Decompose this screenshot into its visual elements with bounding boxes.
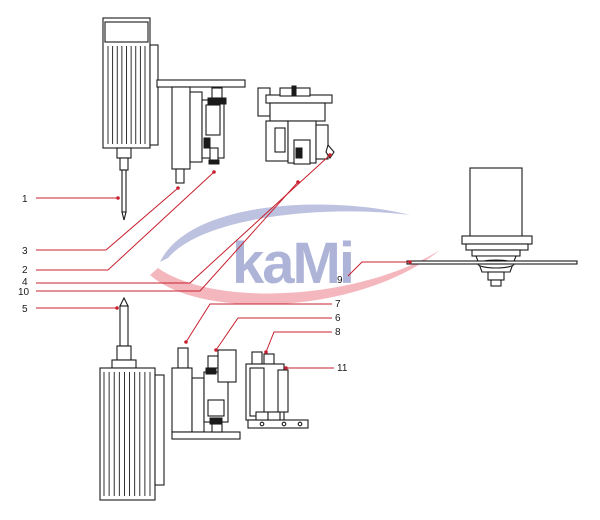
bottom-right-bracket bbox=[245, 351, 309, 429]
callout-2: 2 bbox=[22, 265, 28, 276]
callout-9: 9 bbox=[337, 275, 343, 286]
callout-leaders bbox=[36, 153, 412, 370]
kami-watermark: kaMi bbox=[150, 204, 440, 305]
callout-5: 5 bbox=[22, 304, 28, 315]
watermark-logo: kaMi bbox=[232, 231, 353, 296]
leader-3 bbox=[36, 187, 179, 251]
bottom-bracket-assembly bbox=[171, 347, 241, 440]
callout-6: 6 bbox=[335, 313, 341, 324]
watermark-swoosh-blue bbox=[160, 204, 410, 262]
leader-10 bbox=[36, 181, 299, 292]
leader-8 bbox=[265, 331, 332, 353]
callout-numbers: 1 3 2 4 10 5 7 6 8 11 9 bbox=[18, 194, 348, 374]
watermark-swoosh-red bbox=[150, 250, 440, 305]
callout-10: 10 bbox=[18, 287, 30, 298]
callout-1: 1 bbox=[22, 194, 28, 205]
leader-2 bbox=[36, 171, 215, 271]
leader-6 bbox=[215, 317, 332, 351]
top-motor bbox=[102, 17, 159, 221]
top-bracket-assembly bbox=[156, 79, 246, 184]
top-gripper-assembly bbox=[257, 85, 335, 165]
leader-9 bbox=[347, 261, 410, 277]
callout-3: 3 bbox=[22, 246, 28, 257]
callout-11: 11 bbox=[337, 363, 348, 374]
right-motor-assembly bbox=[406, 167, 578, 287]
bottom-motor bbox=[99, 296, 165, 501]
callout-7: 7 bbox=[335, 299, 341, 310]
leader-7 bbox=[185, 303, 332, 343]
callout-4: 4 bbox=[22, 277, 28, 288]
callout-8: 8 bbox=[335, 327, 341, 338]
